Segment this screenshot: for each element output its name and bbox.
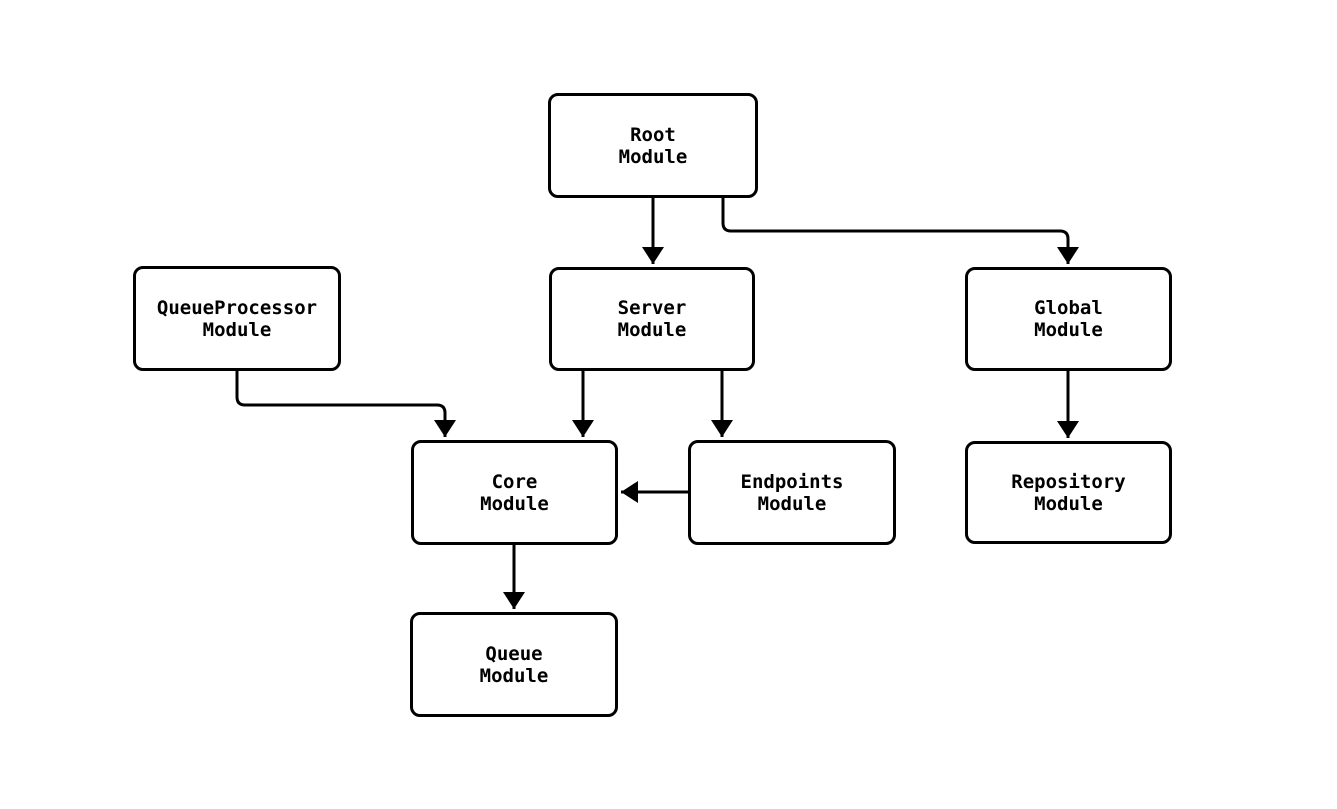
edge-group bbox=[235, 198, 1079, 609]
edge-queueprocessor-to-core bbox=[235, 371, 456, 437]
node-label: Repository bbox=[1011, 470, 1126, 493]
node-label: Module bbox=[202, 318, 272, 341]
node-label: Queue bbox=[485, 642, 543, 665]
node-label: Root bbox=[630, 123, 676, 146]
node-label: Module bbox=[757, 492, 827, 515]
node-label: Module bbox=[618, 145, 688, 168]
node-label: Core bbox=[491, 470, 538, 493]
edge-root-to-global bbox=[721, 198, 1079, 264]
node-label: QueueProcessor bbox=[156, 296, 318, 319]
node-label: Module bbox=[479, 664, 549, 687]
node-label: Endpoints bbox=[740, 470, 844, 493]
node-label: Server bbox=[617, 297, 687, 319]
node-label: Global bbox=[1034, 297, 1103, 319]
node-label: Module bbox=[480, 492, 549, 515]
node-label: Module bbox=[1034, 319, 1103, 341]
node-label: Module bbox=[1034, 492, 1103, 515]
node-label: Module bbox=[617, 319, 687, 341]
